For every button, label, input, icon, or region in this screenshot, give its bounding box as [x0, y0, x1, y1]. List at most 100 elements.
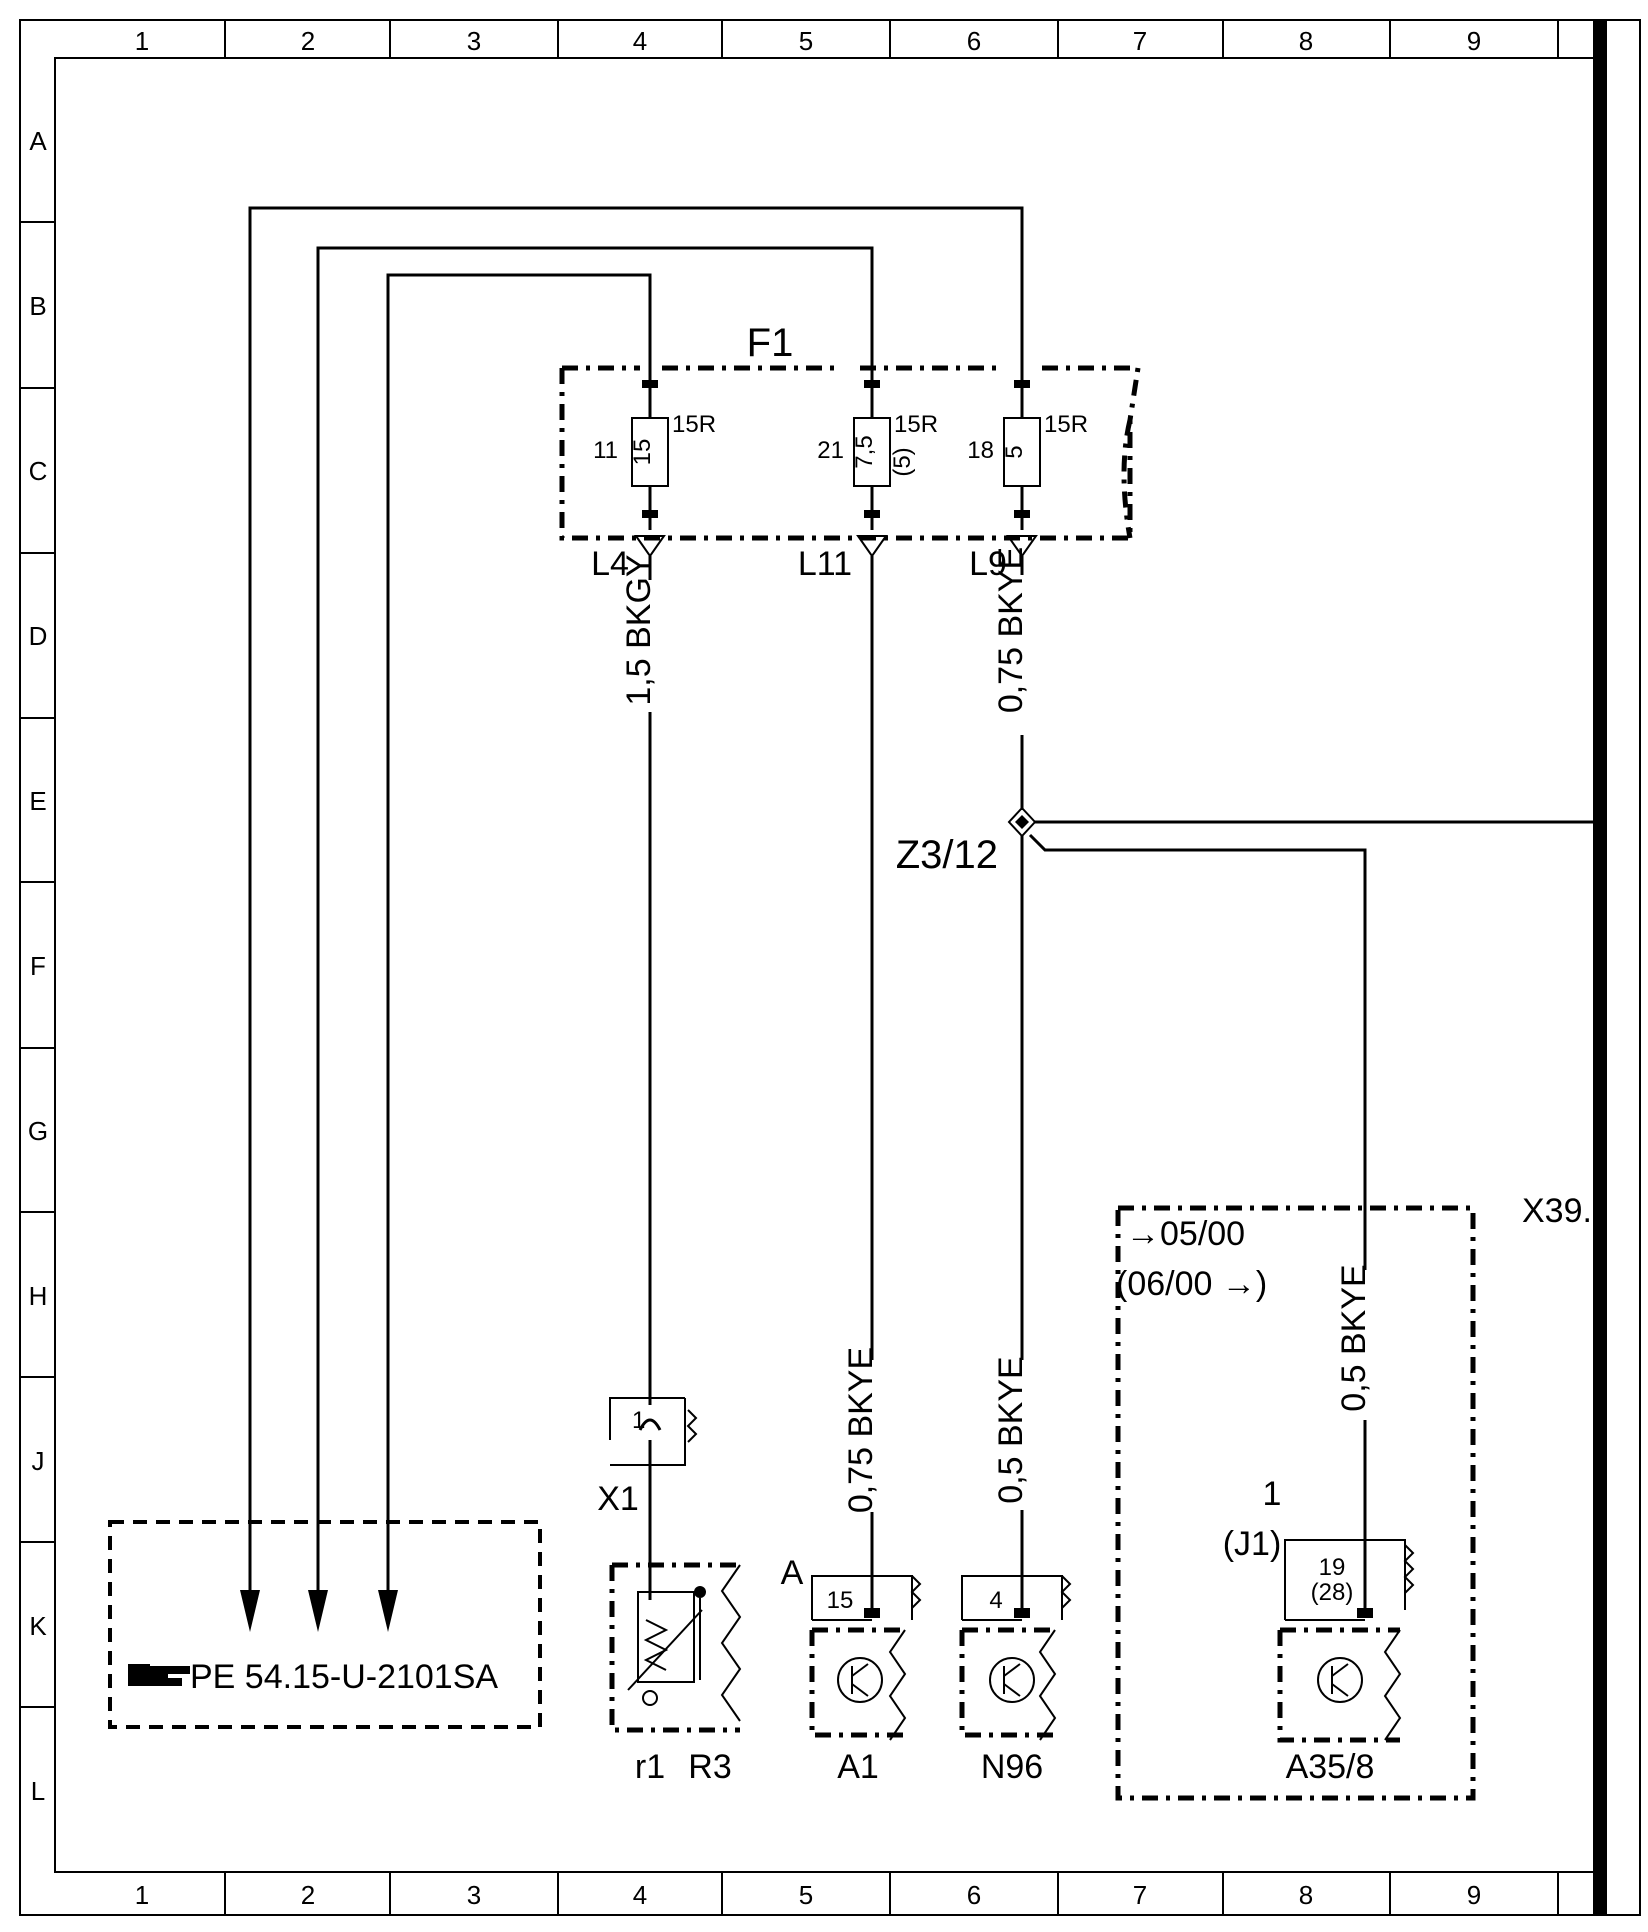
transistor-icon [989, 1657, 1035, 1703]
supply-wires [240, 206, 1024, 1632]
row-label: E [29, 786, 46, 816]
row-label: B [29, 291, 46, 321]
component-label: R3 [688, 1748, 731, 1786]
fuse-terminal: 15R [672, 411, 716, 438]
fuse-rating: 7,5 [851, 435, 878, 468]
reference-code[interactable]: PE 54.15-U-2101SA [190, 1658, 498, 1696]
ground-symbol-icon [634, 535, 666, 558]
zigzag-icon [686, 1409, 698, 1443]
row-label: H [29, 1281, 48, 1311]
col-label: 6 [967, 26, 981, 56]
wire-label: 0,5 BKYE [992, 1356, 1030, 1503]
wire-label: 0,5 BKYE [1335, 1264, 1373, 1411]
ground-symbol-icon [1006, 535, 1038, 558]
col-label: 4 [633, 1880, 647, 1910]
fuse-note: (5) [889, 447, 916, 476]
col-label: 5 [799, 26, 813, 56]
row-label: L [31, 1776, 45, 1806]
row-ruler-ticks [20, 221, 55, 1708]
row-label: K [29, 1611, 47, 1641]
splice-z3-12: Z3/12 [896, 806, 1600, 1235]
fuse-output-label: L11 [798, 545, 852, 583]
row-labels: A B C D E F G H J K L [28, 126, 48, 1806]
arrow-down-icon [378, 1590, 398, 1632]
component-label: A1 [837, 1748, 879, 1786]
row-label: F [30, 951, 46, 981]
component-label: N96 [981, 1748, 1043, 1786]
col-label: 9 [1467, 26, 1481, 56]
variant-box: →05/00 (06/00 →) [1115, 1205, 1476, 1801]
ground-symbol-icon [856, 535, 888, 558]
component-a35-8: 1 (J1) 19 (28) A35/8 [1223, 1475, 1415, 1786]
fuse-output-label: L4 [591, 545, 629, 583]
column-labels-bottom: 1 2 3 4 5 6 7 8 9 [135, 1880, 1481, 1910]
fuse-21: 21 7,5 15R (5) L11 [798, 365, 938, 583]
col-label: 9 [1467, 1880, 1481, 1910]
row-label: D [29, 621, 48, 651]
component-n96: 4 N96 [959, 1575, 1072, 1786]
wire-l11: 0,75 BKYE [842, 556, 880, 1610]
fuse-number: 11 [593, 437, 618, 464]
wire-a35: 0,5 BKYE [1335, 1235, 1373, 1610]
wire-label: 0,75 BKYE [842, 1347, 880, 1513]
fuse-11: 11 15 15R L4 [591, 365, 716, 583]
wire-l4: 1,5 BKGY [620, 554, 658, 1560]
col-label: 1 [135, 1880, 149, 1910]
col-label: 8 [1299, 26, 1313, 56]
pin-number: 4 [989, 1587, 1002, 1614]
fuse-box-label: F1 [747, 321, 794, 365]
fuse-rating: 15 [629, 439, 656, 466]
component-r3: r1 R3 [609, 1560, 742, 1786]
fuse-18: 18 5 15R L9 [967, 365, 1088, 583]
pin-number: 15 [827, 1587, 854, 1614]
fuse-number: 21 [817, 437, 844, 464]
fuse-terminal: 15R [894, 411, 938, 438]
connector-number-alt: (J1) [1223, 1525, 1282, 1563]
col-label: 7 [1133, 26, 1147, 56]
component-label: A35/8 [1286, 1748, 1375, 1786]
col-label: 8 [1299, 1880, 1313, 1910]
connector-x1: 1 X1 [597, 1397, 698, 1518]
variant-line1: →05/00 [1126, 1215, 1245, 1253]
wire-label: 1,5 BKGY [620, 554, 658, 705]
wire-l9: 0,75 BKYE 0,5 BKYE [992, 547, 1030, 1610]
connector-pin: 1 [632, 1407, 645, 1434]
pin-number: 19 [1319, 1554, 1346, 1581]
fuse-rating: 5 [1001, 445, 1028, 458]
component-a1: A 15 A1 [781, 1554, 922, 1786]
fuse-terminal: 15R [1044, 411, 1088, 438]
col-label: 1 [135, 26, 149, 56]
component-label: r1 [635, 1748, 665, 1786]
col-label: 2 [301, 1880, 315, 1910]
col-label: 3 [467, 26, 481, 56]
column-ruler-ticks [224, 20, 1559, 1915]
hand-pointer-icon [128, 1664, 190, 1686]
reference-box: PE 54.15-U-2101SA [108, 1520, 542, 1729]
arrow-down-icon [308, 1590, 328, 1632]
variant-line2: (06/00 →) [1116, 1265, 1267, 1303]
fuse-number: 18 [967, 437, 994, 464]
connector-number: 1 [1263, 1475, 1282, 1513]
offpage-connector-label: X39. [1522, 1192, 1592, 1230]
arrow-down-icon [240, 1590, 260, 1632]
fuse-output-label: L9 [969, 545, 1007, 583]
transistor-icon [837, 1657, 883, 1703]
col-label: 4 [633, 26, 647, 56]
fuse-box-f1: F1 11 15 15R L4 21 7,5 15R (5) L11 [559, 321, 1141, 583]
col-label: 5 [799, 1880, 813, 1910]
inner-frame [54, 57, 1601, 1873]
connector-label: X1 [597, 1480, 639, 1518]
row-label: C [29, 456, 48, 486]
column-labels-top: 1 2 3 4 5 6 7 8 9 [135, 26, 1481, 56]
row-label: J [32, 1446, 45, 1476]
row-label: G [28, 1116, 48, 1146]
outer-frame [19, 19, 1641, 1916]
row-label: A [29, 126, 47, 156]
pin-number-alt: (28) [1311, 1579, 1354, 1606]
col-label: 6 [967, 1880, 981, 1910]
component-tag: A [781, 1554, 804, 1592]
col-label: 7 [1133, 1880, 1147, 1910]
col-label: 3 [467, 1880, 481, 1910]
col-label: 2 [301, 26, 315, 56]
